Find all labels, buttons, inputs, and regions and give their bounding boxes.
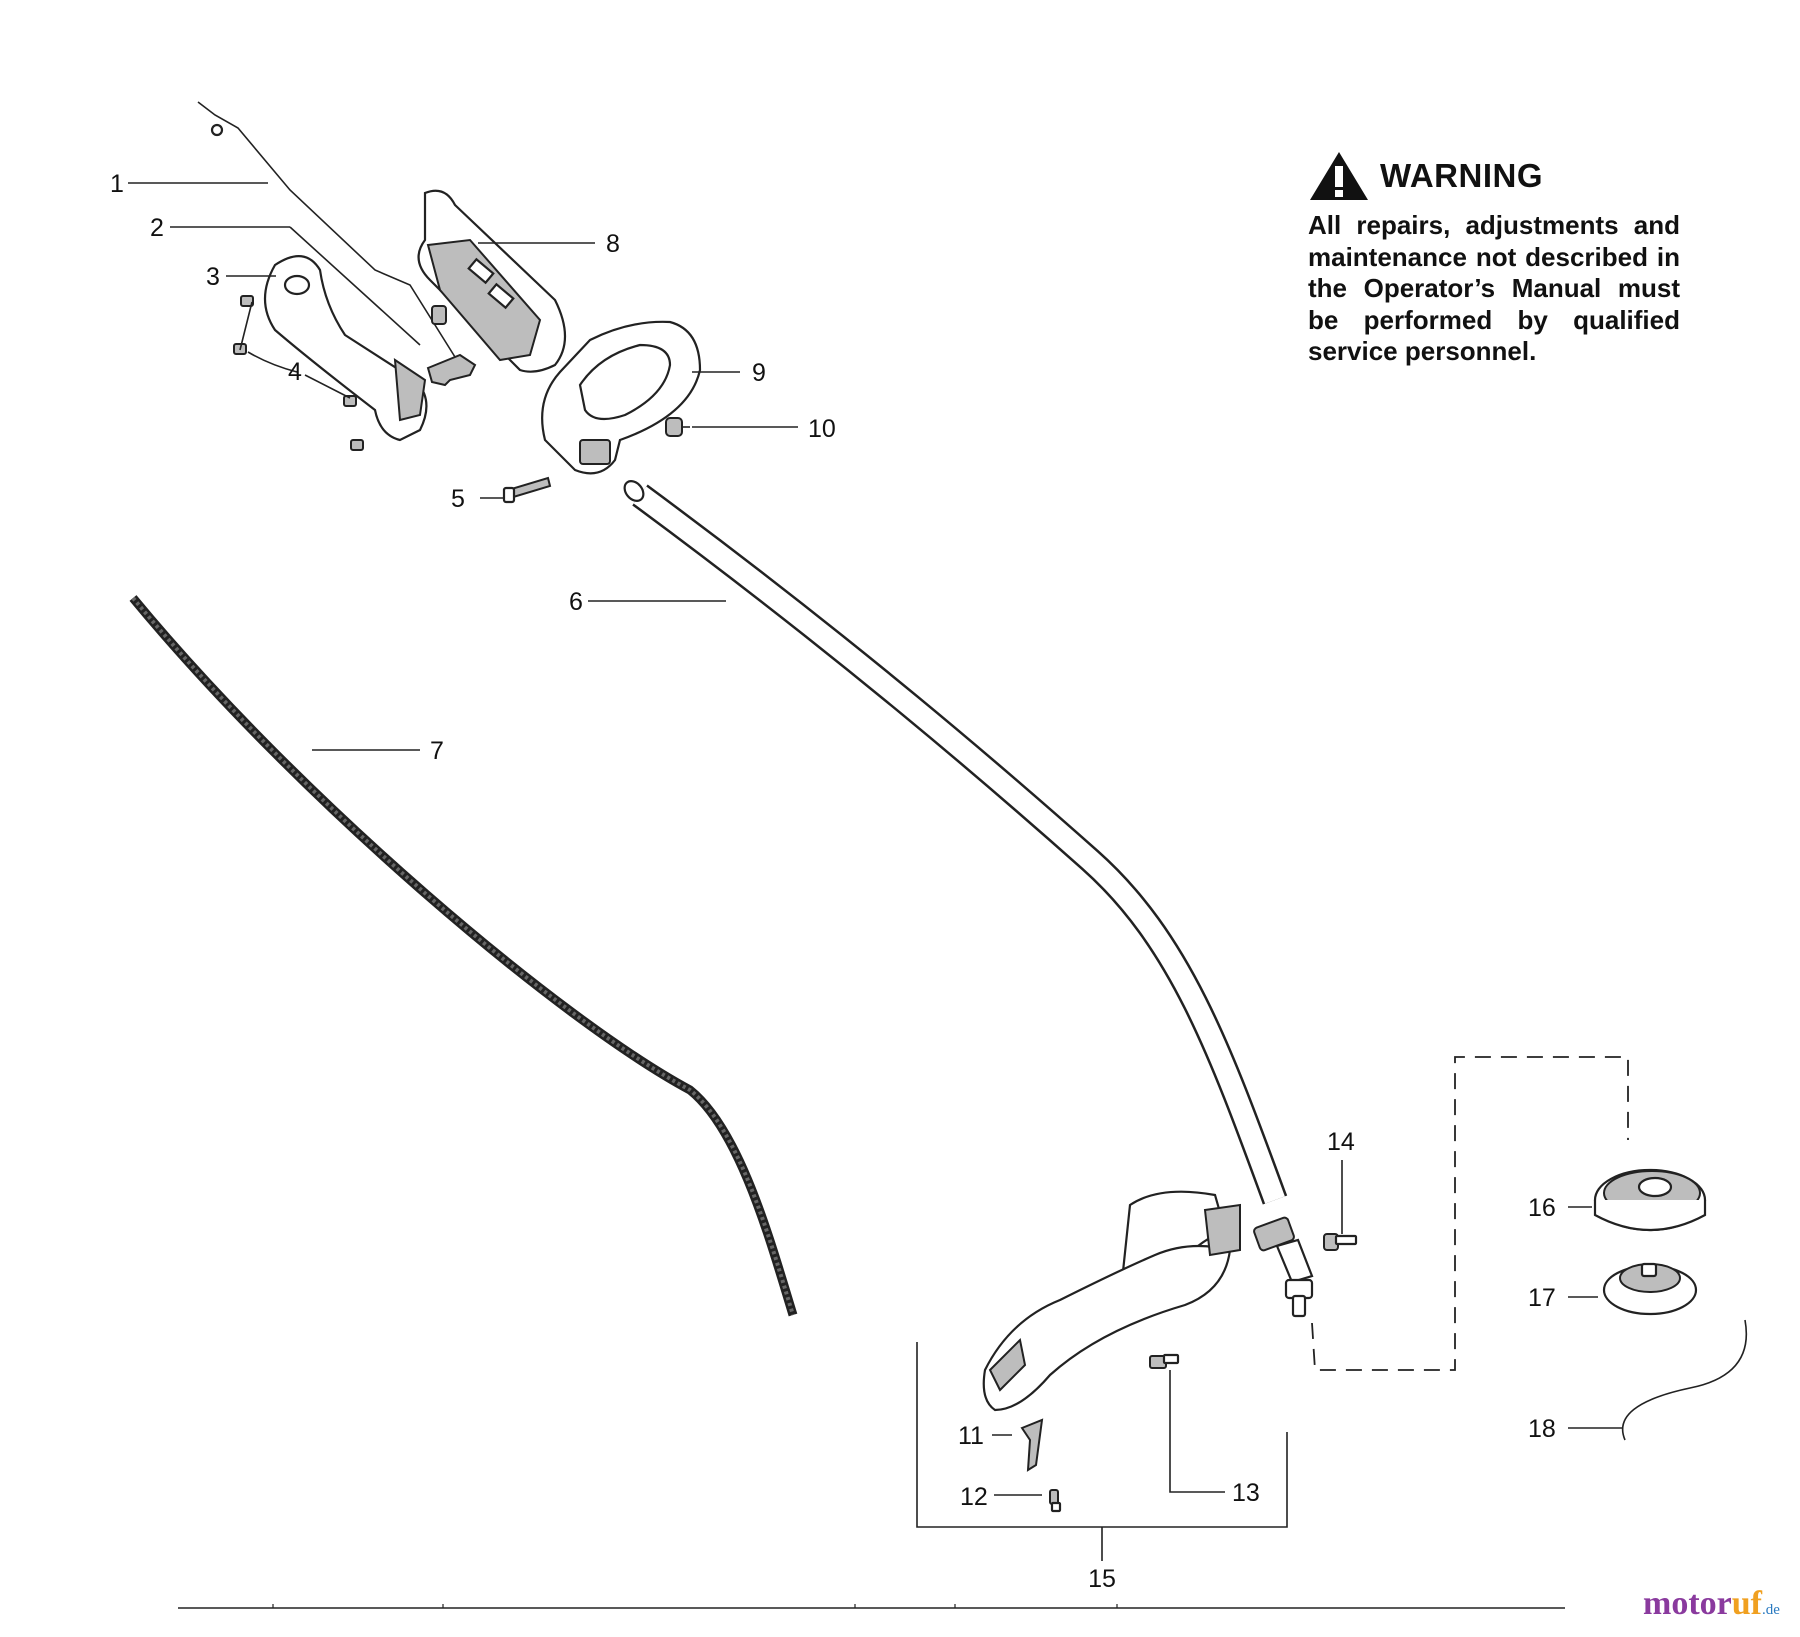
part-2-throttle-trigger: [426, 353, 477, 387]
part-15-guard: [982, 1190, 1241, 1412]
guard-kit-bracket: [916, 1342, 1288, 1561]
watermark-accent: uf: [1731, 1585, 1762, 1622]
part-1-throttle-cable: [197, 101, 461, 366]
part-16-trimmer-head-cover: [1593, 1168, 1707, 1232]
part-9-loop-handle: [541, 320, 702, 475]
callout-11: 11: [958, 1422, 984, 1450]
callout-labels: 1 2 3 4 5 6 7 8 9 10 11 12 13 14 15 16 1…: [110, 170, 1556, 1593]
part-18-trimmer-line: [1621, 1319, 1747, 1441]
warning-header: WARNING: [1308, 150, 1680, 202]
callout-9: 9: [752, 359, 766, 387]
callout-3: 3: [206, 263, 220, 291]
part-8-handle-housing: [417, 189, 566, 373]
tube-clamp: [1253, 1216, 1314, 1318]
callout-1: 1: [110, 170, 124, 198]
trimmer-head-assembly-outline: [1311, 1056, 1629, 1371]
callout-10: 10: [808, 415, 836, 443]
part-6-drive-tube: [623, 480, 1288, 1205]
part-5-bolt: [502, 476, 552, 504]
part-13-screw: [1149, 1353, 1180, 1369]
callout-5: 5: [451, 485, 465, 513]
callout-13: 13: [1232, 1479, 1260, 1507]
leader-lines: [128, 182, 1622, 1496]
watermark-tld: .de: [1761, 1602, 1780, 1618]
callout-8: 8: [606, 230, 620, 258]
part-3-handle-housing: [264, 255, 428, 442]
part-11-line-cutter: [1020, 1418, 1044, 1472]
part-10-knob: [665, 417, 690, 437]
callout-16: 16: [1528, 1194, 1556, 1222]
warning-triangle-icon: [1310, 152, 1368, 200]
warning-box: WARNING All repairs, adjustments and mai…: [1308, 150, 1680, 368]
part-14-bolt: [1323, 1233, 1358, 1251]
part-17-spool: [1602, 1262, 1698, 1316]
callout-15: 15: [1088, 1565, 1116, 1593]
callout-4: 4: [288, 358, 302, 386]
callout-12: 12: [960, 1483, 988, 1511]
warning-title: WARNING: [1380, 157, 1543, 194]
warning-text: All repairs, adjustments and maintenance…: [1308, 210, 1680, 366]
bottom-rule: [178, 1604, 1565, 1609]
callout-6: 6: [569, 588, 583, 616]
callout-14: 14: [1327, 1128, 1355, 1156]
watermark-logo: motoruf.de: [1643, 1585, 1780, 1623]
callout-7: 7: [430, 737, 444, 765]
callout-2: 2: [150, 214, 164, 242]
part-4-screws: [233, 295, 364, 451]
callout-17: 17: [1528, 1284, 1556, 1312]
callout-18: 18: [1528, 1415, 1556, 1443]
part-7-drive-shaft: [129, 595, 798, 1317]
part-12-screw: [1049, 1489, 1062, 1513]
watermark-main: motor: [1643, 1585, 1732, 1622]
